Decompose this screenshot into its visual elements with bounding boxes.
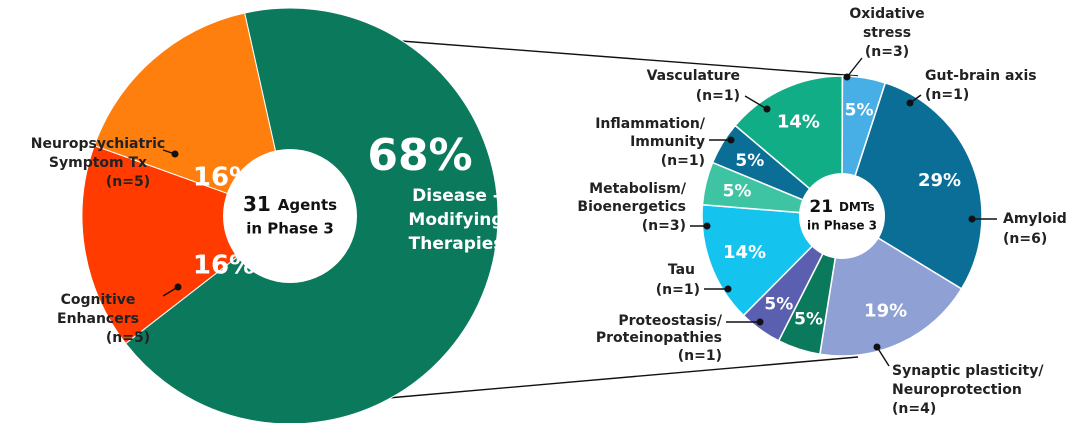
center-number-right: 21 [809,197,839,217]
callout-oxid-n: (n=3) [865,44,909,60]
slice-amyloid-pct-label: 29% [918,170,961,191]
callout-proteo-n: (n=1) [678,348,722,364]
center-label-right: 21 DMTs [809,197,874,217]
callout-tau-n: (n=1) [656,282,700,298]
callout-oxid-leader [846,57,863,78]
callout-amyloid-dot [968,215,976,223]
slice-oxid-pct-label: 14% [777,112,820,133]
slice-dmt-pct-label: 68% [367,130,472,181]
callout-tau-line: Tau [668,262,695,278]
callout-vasc-n: (n=1) [696,88,740,104]
callout-oxid-line: Oxidative [849,6,924,22]
callout-vasc-dot [763,105,771,113]
callout-vasc-leader [744,95,768,110]
callout-cog-line: Cognitive [61,292,136,308]
callout-proteo-dot [756,318,764,326]
center-sub-right: in Phase 3 [807,219,877,233]
callout-vasc-line: Vasculature [647,68,740,84]
center-label-left: 31 Agents [243,192,337,216]
center-number-left: 31 [243,192,278,216]
center-word-left: Agents [278,196,337,214]
callout-synaptic-n: (n=4) [892,401,936,417]
center-sub-left: in Phase 3 [246,220,334,238]
callout-cog-line: Enhancers [57,311,139,327]
slice-dmt-name-line: Disease - [412,186,500,206]
callout-metab-dot [703,222,711,230]
callout-oxid-dot [843,73,851,81]
callout-inflam-line: Immunity [630,134,705,150]
callout-inflam-dot [727,136,735,144]
slice-gut-pct-label: 5% [845,100,874,120]
callout-metab-n: (n=3) [642,218,686,234]
callout-synaptic-line: Neuroprotection [892,382,1022,398]
slice-synaptic-pct-label: 19% [864,300,907,321]
callout-tau-dot [724,285,732,293]
callout-amyloid-n: (n=6) [1003,231,1047,247]
center-hole-left [223,149,357,283]
callout-neuro-n: (n=5) [106,174,150,190]
zoom-connector-top [387,39,859,77]
slice-metab-pct-label: 14% [723,242,766,263]
callout-gut-line: Gut-brain axis [925,68,1037,84]
callout-synaptic-leader [876,346,890,367]
slice-neuro [93,12,291,217]
callout-neuro-dot [171,150,179,158]
callout-metab-line: Metabolism/ [589,181,687,197]
slice-vasc-pct-label: 5% [735,151,764,171]
callout-gut-dot [906,99,914,107]
callout-cog-n: (n=5) [106,330,150,346]
callout-gut-n: (n=1) [925,87,969,103]
slice-cog [81,144,292,345]
slice-oxid [734,75,844,218]
callout-proteo-line: Proteostasis/ [618,313,723,329]
callout-inflam-n: (n=1) [661,153,705,169]
callout-cog-dot [174,283,182,291]
callout-inflam-line: Inflammation/ [595,116,706,132]
callout-neuro-line: Neuropsychiatric [31,136,165,152]
slice-inflam-pct-label: 5% [723,182,752,202]
callout-synaptic-dot [873,343,881,351]
slice-dmt-name-line: Therapies [409,234,504,254]
callout-synaptic-line: Synaptic plasticity/ [892,363,1044,379]
center-hole-right [799,173,885,259]
callout-proteo-line: Proteinopathies [596,330,722,346]
slice-tau-pct-label: 5% [764,295,793,315]
callout-metab-line: Bioenergetics [577,199,686,215]
slice-proteo-pct-label: 5% [794,310,823,330]
center-word-right: DMTs [839,200,875,214]
callout-neuro-line: Symptom Tx [49,155,147,171]
slice-amyloid [841,81,983,290]
callout-oxid-line: stress [863,25,911,41]
callout-amyloid-line: Amyloid [1003,211,1067,227]
slice-dmt-name-line: Modifying [408,210,503,230]
zoom-connector-bottom [387,356,859,399]
